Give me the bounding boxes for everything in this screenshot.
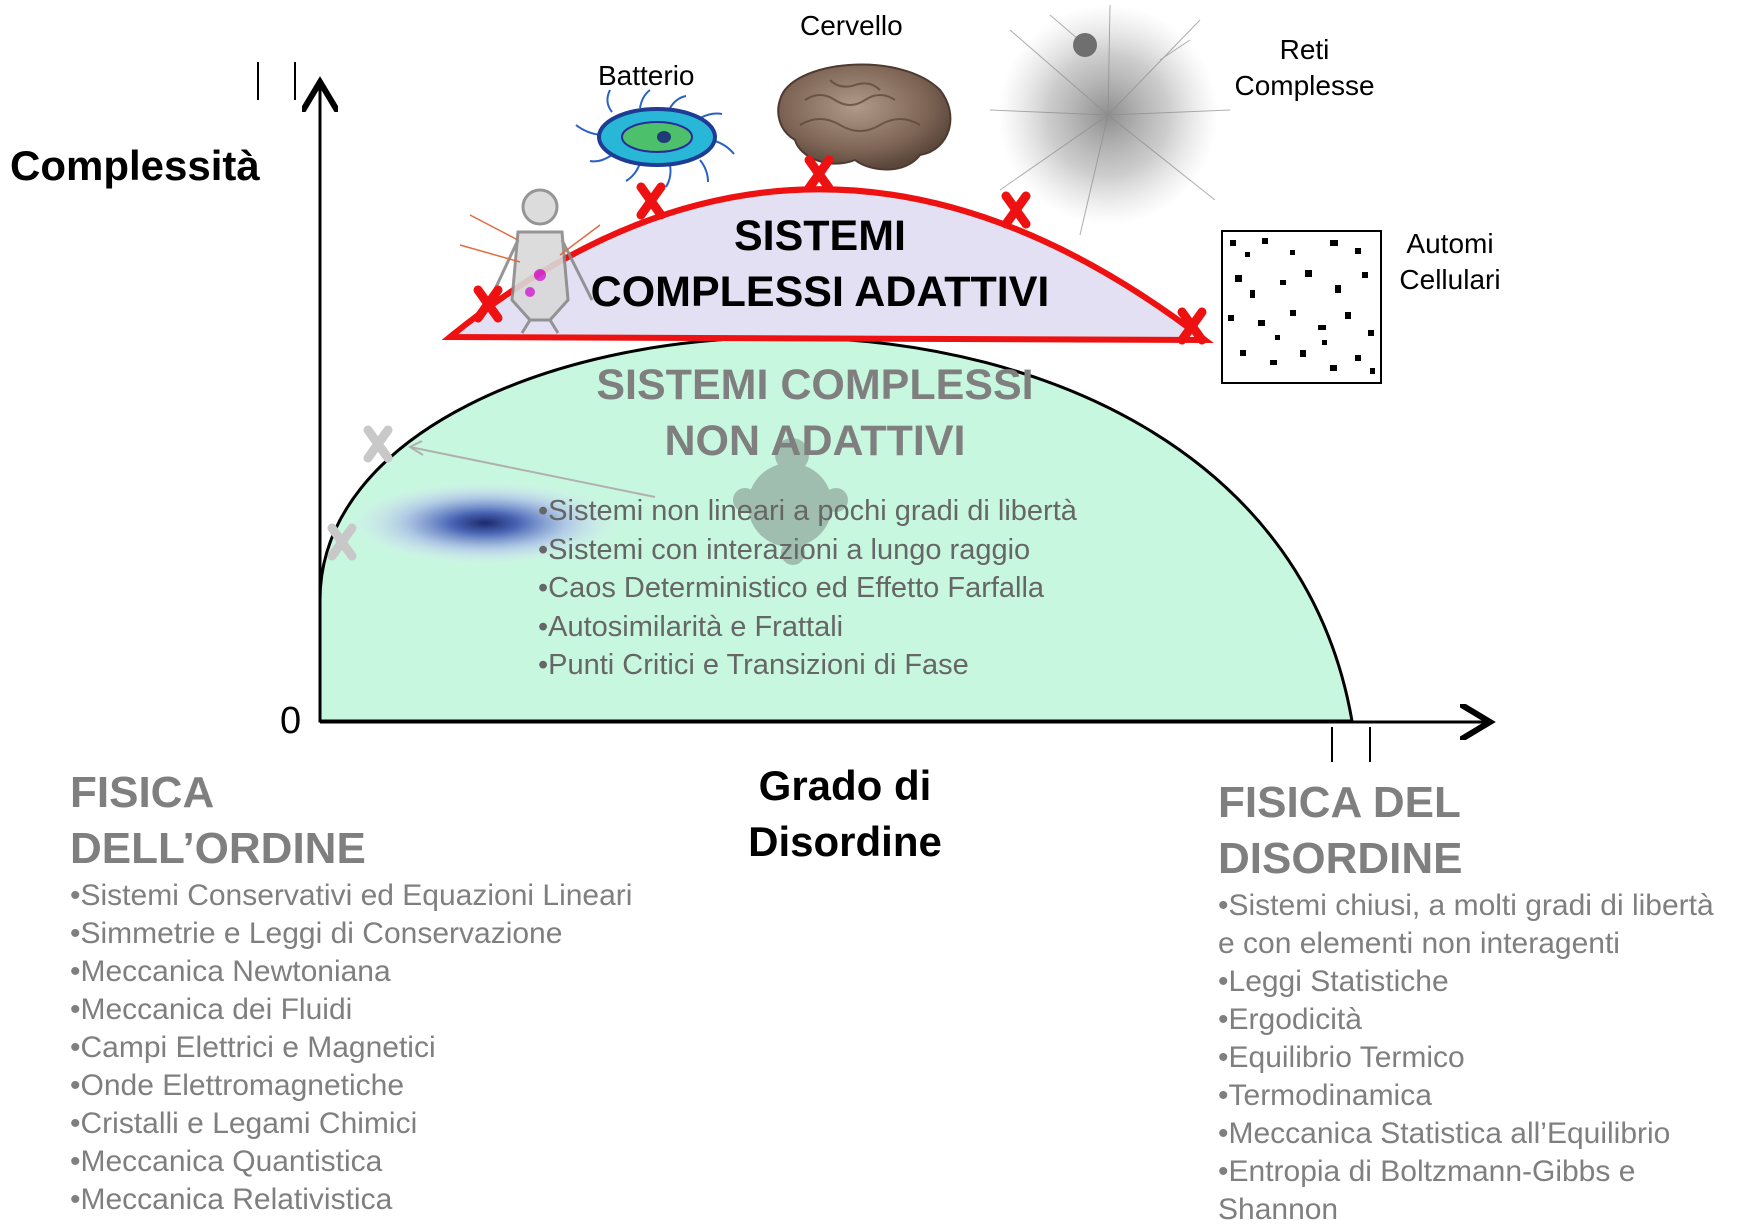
list-item: •Entropia di Boltzmann-Gibbs e xyxy=(1218,1155,1636,1188)
list-item: •Meccanica Newtoniana xyxy=(70,955,391,988)
nonadaptive-list: •Sistemi non lineari a pochi gradi di li… xyxy=(538,492,1077,685)
list-item: •Meccanica Statistica all’Equilibrio xyxy=(1218,1117,1671,1150)
list-item: •Sistemi chiusi, a molti gradi di libert… xyxy=(1218,889,1714,922)
list-item: •Punti Critici e Transizioni di Fase xyxy=(538,649,969,681)
brain-label: Cervello xyxy=(800,10,903,41)
red-marker xyxy=(1001,191,1031,229)
networks-label-line2: Complesse xyxy=(1234,70,1375,101)
list-item: •Termodinamica xyxy=(1218,1079,1432,1112)
list-item: •Caos Deterministico ed Effetto Farfalla xyxy=(538,572,1045,604)
complex-network-image xyxy=(989,4,1231,236)
bacterium-image xyxy=(575,89,735,188)
grey-marker xyxy=(363,425,393,463)
adaptive-title-line1: SISTEMI xyxy=(733,212,907,260)
adaptive-region-title: SISTEMI COMPLESSI ADATTIVI xyxy=(540,208,1100,320)
grey-markers xyxy=(327,425,393,561)
nonadaptive-region-title: SISTEMI COMPLESSI NON ADATTIVI xyxy=(540,357,1090,469)
disorder-title-line2: DISORDINE xyxy=(1218,834,1463,883)
automata-label-line2: Cellulari xyxy=(1399,264,1501,295)
list-item: •Autosimilarità e Frattali xyxy=(538,610,844,643)
automata-label-line1: Automi xyxy=(1406,228,1494,259)
list-item: e con elementi non interagenti xyxy=(1218,927,1620,960)
origin-label: 0 xyxy=(280,700,302,742)
automata-label: Automi Cellulari xyxy=(1390,226,1510,298)
list-item: •Meccanica Quantistica xyxy=(70,1145,383,1178)
pointer-arrow xyxy=(409,446,656,498)
adaptive-title-line2: COMPLESSI ADATTIVI xyxy=(590,268,1050,316)
x-axis-title-line2: Disordine xyxy=(748,818,942,865)
order-physics-section: FISICA DELL’ORDINE •Sistemi Conservativi… xyxy=(70,765,632,1219)
list-item: •Sistemi Conservativi ed Equazioni Linea… xyxy=(70,879,633,912)
order-title-line1: FISICA xyxy=(70,768,215,817)
axis-break-marks xyxy=(257,62,1371,762)
red-marker xyxy=(636,182,666,220)
list-item: •Campi Elettrici e Magnetici xyxy=(70,1031,436,1064)
list-item: •Meccanica dei Fluidi xyxy=(70,993,353,1026)
grey-marker xyxy=(327,523,357,561)
disorder-physics-section: FISICA DEL DISORDINE •Sistemi chiusi, a … xyxy=(1218,775,1714,1229)
order-list: •Sistemi Conservativi ed Equazioni Linea… xyxy=(70,877,632,1219)
order-title-line2: DELL’ORDINE xyxy=(70,824,366,873)
disorder-list: •Sistemi chiusi, a molti gradi di libert… xyxy=(1218,887,1714,1229)
list-item: Shannon xyxy=(1218,1193,1339,1226)
list-item: •Equilibrio Termico xyxy=(1218,1041,1465,1074)
red-marker xyxy=(1177,307,1207,345)
red-marker xyxy=(473,285,503,323)
list-item: •Sistemi con interazioni a lungo raggio xyxy=(538,533,1031,566)
fractal-image xyxy=(733,438,848,565)
galaxy-image xyxy=(350,481,620,565)
red-marker xyxy=(804,155,834,193)
red-markers xyxy=(473,155,1207,345)
list-item: •Onde Elettromagnetiche xyxy=(70,1069,405,1102)
disorder-title-line1: FISICA DEL xyxy=(1218,778,1461,827)
nonadaptive-title-line2: NON ADATTIVI xyxy=(664,417,966,465)
list-item: •Cristalli e Legami Chimici xyxy=(70,1107,418,1140)
bacterium-label: Batterio xyxy=(598,60,695,91)
list-item: •Meccanica Relativistica xyxy=(70,1183,393,1216)
brain-image xyxy=(777,63,952,171)
human-body-image xyxy=(459,188,601,334)
x-axis-title: Grado di Disordine xyxy=(730,758,960,870)
list-item: •Simmetrie e Leggi di Conservazione xyxy=(70,917,563,950)
x-axis-title-line1: Grado di xyxy=(758,762,932,809)
list-item: •Ergodicità xyxy=(1218,1003,1362,1036)
list-item: •Leggi Statistiche xyxy=(1218,965,1449,998)
networks-label-line1: Reti xyxy=(1279,34,1330,65)
list-item: •Sistemi non lineari a pochi gradi di li… xyxy=(538,495,1077,527)
y-axis-title: Complessità xyxy=(10,142,260,189)
cellular-automata-image xyxy=(1221,230,1382,384)
nonadaptive-title-line1: SISTEMI COMPLESSI xyxy=(596,361,1034,409)
networks-label: Reti Complesse xyxy=(1222,32,1387,104)
